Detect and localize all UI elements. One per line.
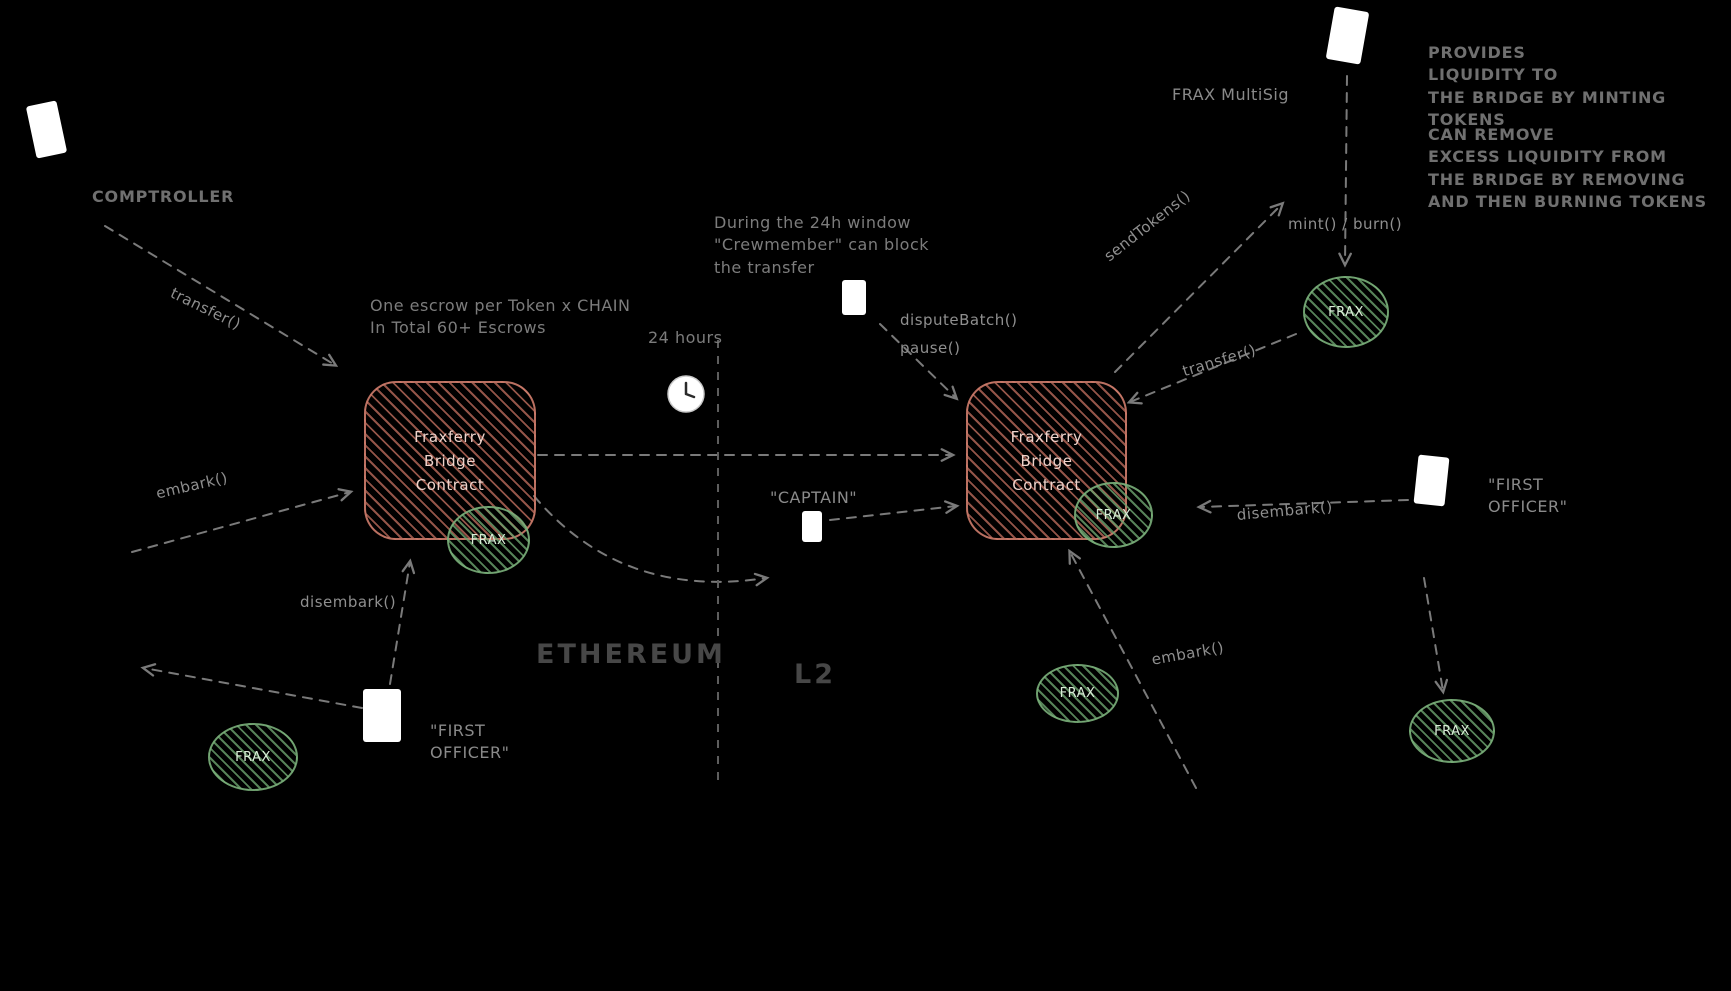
dispute-batch-label: disputeBatch()	[900, 311, 1018, 329]
remove-liquidity-note: CAN REMOVE EXCESS LIQUIDITY FROM THE BRI…	[1428, 125, 1707, 212]
edge-embark-right	[1070, 552, 1197, 789]
contract-label: Fraxferry Bridge Contract	[1010, 427, 1083, 494]
first-officer-left-person-icon	[363, 689, 401, 742]
crewmember-person-icon	[842, 280, 866, 315]
frax-token-label: FRAX	[470, 532, 507, 548]
edge-disembark-right	[1200, 499, 1409, 507]
first-officer-right-label: "FIRST OFFICER"	[1488, 475, 1568, 517]
pause-label: pause()	[900, 339, 961, 357]
fraxferry-contract-ethereum: Fraxferry Bridge Contract	[364, 381, 536, 540]
escrow-note: One escrow per Token x CHAIN In Total 60…	[370, 296, 631, 338]
ethereum-chain-label: ETHEREUM	[536, 639, 726, 670]
edge-transfer-multisig	[1130, 333, 1297, 402]
provides-liquidity-note: PROVIDES LIQUIDITY TO THE BRIDGE BY MINT…	[1428, 43, 1667, 130]
frax-token-user-left: FRAX	[208, 723, 298, 791]
frax-token-user-right: FRAX	[1409, 699, 1495, 763]
captain-person-icon	[802, 511, 822, 542]
edge-officer-to-token-right	[1423, 577, 1443, 691]
frax-token-label: FRAX	[1059, 686, 1096, 701]
first-officer-right-person-icon	[1413, 454, 1450, 507]
captain-label: "CAPTAIN"	[770, 488, 858, 507]
edge-disembark-left	[389, 562, 410, 685]
frax-token-label: FRAX	[1095, 507, 1132, 523]
edge-dispute-pause	[879, 323, 956, 398]
first-officer-left-label: "FIRST OFFICER"	[430, 721, 510, 763]
frax-token-label: FRAX	[1328, 304, 1364, 320]
edge-token-out-left	[144, 668, 363, 709]
edge-captain-to-contract	[829, 506, 956, 521]
edge-embark-left	[131, 492, 350, 553]
mint-burn-label: mint() / burn()	[1288, 215, 1403, 233]
frax-token-multisig: FRAX	[1303, 276, 1389, 348]
frax-multisig-label: FRAX MultiSig	[1172, 85, 1290, 104]
edge-transfer-comptroller	[104, 225, 335, 365]
24-hours-label: 24 hours	[648, 328, 723, 347]
clock-icon	[667, 375, 705, 413]
edge-send-tokens	[1114, 204, 1282, 373]
crewmember-window-note: During the 24h window "Crewmember" can b…	[714, 213, 930, 277]
contract-label: Fraxferry Bridge Contract	[414, 427, 486, 494]
edge-curve-to-captain	[533, 495, 766, 582]
l2-chain-label: L2	[794, 659, 836, 690]
edge-mint-burn	[1345, 75, 1347, 264]
frax-token-escrow-left: FRAX	[447, 506, 530, 574]
frax-token-label: FRAX	[235, 749, 271, 765]
frax-token-embark-right: FRAX	[1036, 664, 1119, 723]
frax-token-label: FRAX	[1434, 723, 1470, 739]
disembark-left-label: disembark()	[300, 593, 397, 611]
comptroller-label: COMPTROLLER	[92, 187, 235, 206]
frax-token-escrow-right: FRAX	[1074, 482, 1153, 548]
